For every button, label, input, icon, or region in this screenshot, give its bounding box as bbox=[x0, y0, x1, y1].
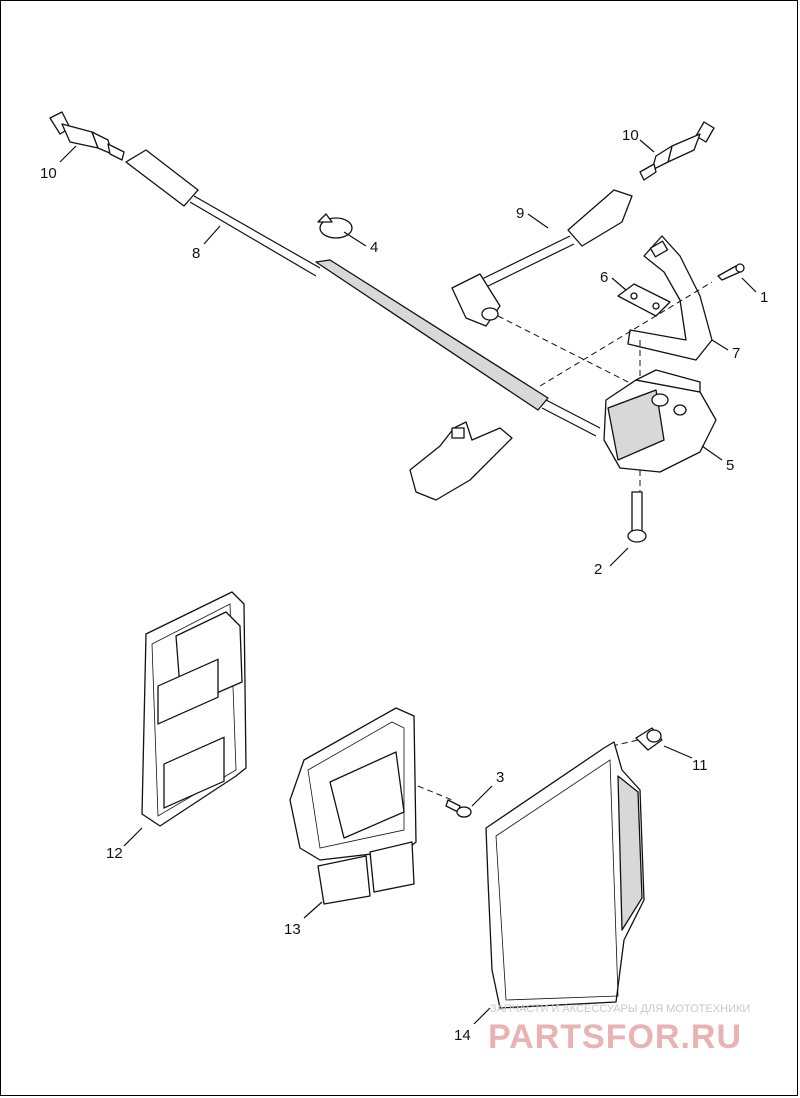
leader-7 bbox=[711, 339, 729, 351]
label-4: 4 bbox=[370, 239, 378, 256]
label-8: 8 bbox=[192, 245, 200, 262]
label-6: 6 bbox=[600, 269, 608, 286]
spark-plug-left bbox=[49, 111, 125, 161]
wire-clip bbox=[317, 213, 353, 239]
label-3: 3 bbox=[496, 769, 504, 786]
spark-plug-wire-short bbox=[451, 189, 633, 327]
retainer-plate bbox=[617, 283, 671, 317]
screw-3 bbox=[445, 799, 472, 818]
module-cover bbox=[485, 741, 645, 1009]
leader-10a bbox=[59, 145, 77, 163]
leader-14 bbox=[473, 1007, 491, 1025]
leader-3 bbox=[471, 785, 493, 807]
control-module bbox=[289, 707, 417, 905]
label-9: 9 bbox=[516, 205, 524, 222]
leader-1 bbox=[741, 277, 757, 293]
leader-8 bbox=[203, 225, 221, 245]
label-13: 13 bbox=[284, 921, 301, 938]
mounting-bracket-lower bbox=[409, 421, 513, 501]
leader-11 bbox=[663, 745, 693, 759]
leader-5 bbox=[701, 445, 723, 461]
bolt-2 bbox=[627, 491, 647, 543]
assembly-line-6 bbox=[611, 739, 639, 747]
assembly-line-5 bbox=[417, 785, 453, 801]
label-12: 12 bbox=[106, 845, 123, 862]
watermark-logo: PARTSFOR.RU bbox=[488, 1018, 743, 1056]
leader-13 bbox=[303, 901, 323, 919]
label-2: 2 bbox=[594, 561, 602, 578]
assembly-line-2 bbox=[539, 281, 713, 387]
spark-plug-wire-long bbox=[125, 149, 601, 437]
leader-4 bbox=[343, 231, 367, 247]
label-5: 5 bbox=[726, 457, 734, 474]
label-14: 14 bbox=[454, 1027, 471, 1044]
leader-10b bbox=[639, 139, 655, 153]
label-10-right: 10 bbox=[622, 127, 639, 144]
label-10-left: 10 bbox=[40, 165, 57, 182]
leader-2 bbox=[609, 547, 629, 567]
ecm-module bbox=[141, 591, 247, 827]
label-7: 7 bbox=[732, 345, 740, 362]
screw-1 bbox=[717, 263, 745, 281]
screw-11 bbox=[635, 727, 663, 751]
leader-12 bbox=[123, 827, 143, 847]
label-1: 1 bbox=[760, 289, 768, 306]
watermark-subtitle: ЗАПЧАСТИ И АКСЕССУАРЫ ДЛЯ МОТОТЕХНИКИ bbox=[490, 1003, 751, 1015]
leader-6 bbox=[611, 277, 627, 291]
spark-plug-right bbox=[639, 121, 715, 181]
label-11: 11 bbox=[692, 757, 708, 774]
mounting-bracket-upper bbox=[627, 235, 713, 361]
ignition-coil bbox=[603, 369, 717, 473]
leader-9 bbox=[527, 213, 549, 229]
assembly-line-1 bbox=[497, 315, 633, 385]
